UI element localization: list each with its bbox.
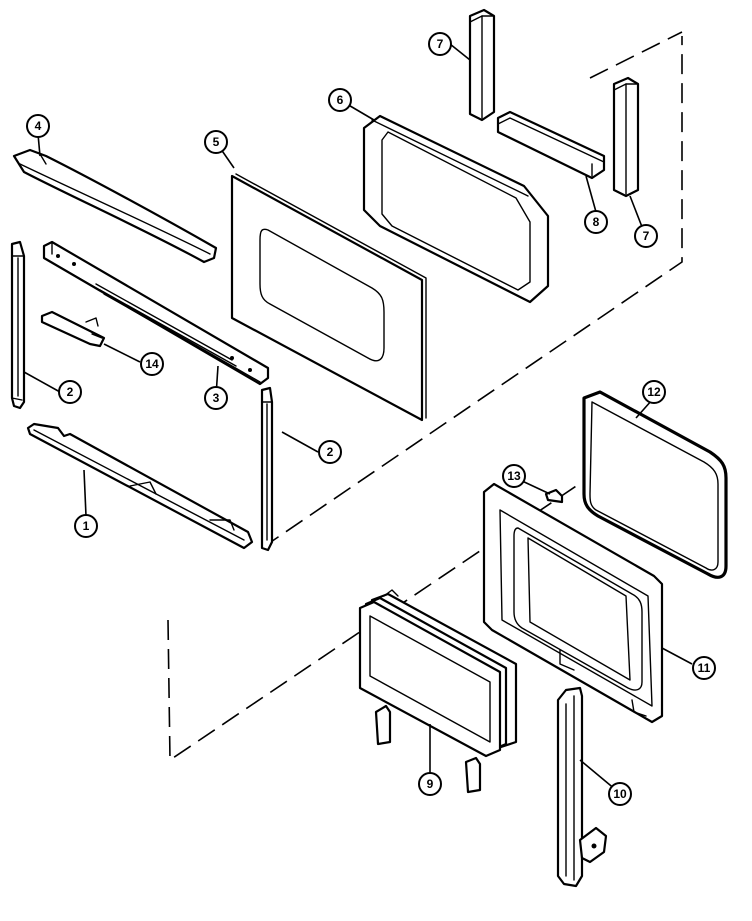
callout-7-left: 7 [428, 32, 452, 56]
callout-2-left: 2 [58, 380, 82, 404]
part-10-hinge [556, 686, 608, 888]
callout-10: 10 [608, 782, 632, 806]
callout-13-label: 13 [507, 469, 521, 483]
callout-11: 11 [692, 656, 716, 680]
part-3-top-channel [42, 240, 270, 386]
callout-14: 14 [140, 352, 164, 376]
part-6-window-frame [362, 114, 550, 304]
part-2-right-trim-strip [260, 386, 274, 552]
callout-11-label: 11 [698, 661, 711, 675]
callout-6-label: 6 [337, 93, 344, 107]
part-12-door-gasket [582, 390, 728, 579]
part-4-door-handle [12, 148, 218, 264]
part-11-inner-door-liner [482, 482, 664, 724]
callout-2-right-label: 2 [327, 445, 334, 459]
part-2-left-trim-strip [10, 240, 26, 410]
callout-2-left-label: 2 [67, 385, 74, 399]
callout-8-label: 8 [593, 215, 600, 229]
part-1-bottom-rail [26, 422, 254, 550]
callout-9: 9 [418, 772, 442, 796]
callout-7-right-label: 7 [643, 229, 650, 243]
part-8-horizontal-spacer [496, 110, 606, 180]
part-9-glass-pack [358, 589, 518, 794]
callout-3-label: 3 [213, 391, 220, 405]
callout-5: 5 [204, 130, 228, 154]
callout-1-label: 1 [83, 519, 90, 533]
callout-14-label: 14 [145, 357, 159, 371]
callout-10-label: 10 [613, 787, 627, 801]
callout-7-left-label: 7 [437, 37, 444, 51]
callout-6: 6 [328, 88, 352, 112]
callout-8: 8 [584, 210, 608, 234]
part-5-outer-door-panel [230, 173, 427, 422]
part-14-bracket [40, 310, 106, 348]
callout-12-label: 12 [647, 385, 661, 399]
callout-2-right: 2 [318, 440, 342, 464]
callout-12: 12 [642, 380, 666, 404]
callout-4: 4 [26, 114, 50, 138]
part-7-left-spacer [468, 8, 496, 122]
callout-7-right: 7 [634, 224, 658, 248]
part-7-right-spacer [612, 76, 640, 198]
part-13-clip [544, 488, 564, 504]
callout-3: 3 [204, 386, 228, 410]
callout-5-label: 5 [213, 135, 220, 149]
callout-9-label: 9 [427, 777, 434, 791]
callout-1: 1 [74, 514, 98, 538]
dashed-guide-lines [167, 31, 683, 762]
callout-13: 13 [502, 464, 526, 488]
callout-4-label: 4 [35, 119, 42, 133]
